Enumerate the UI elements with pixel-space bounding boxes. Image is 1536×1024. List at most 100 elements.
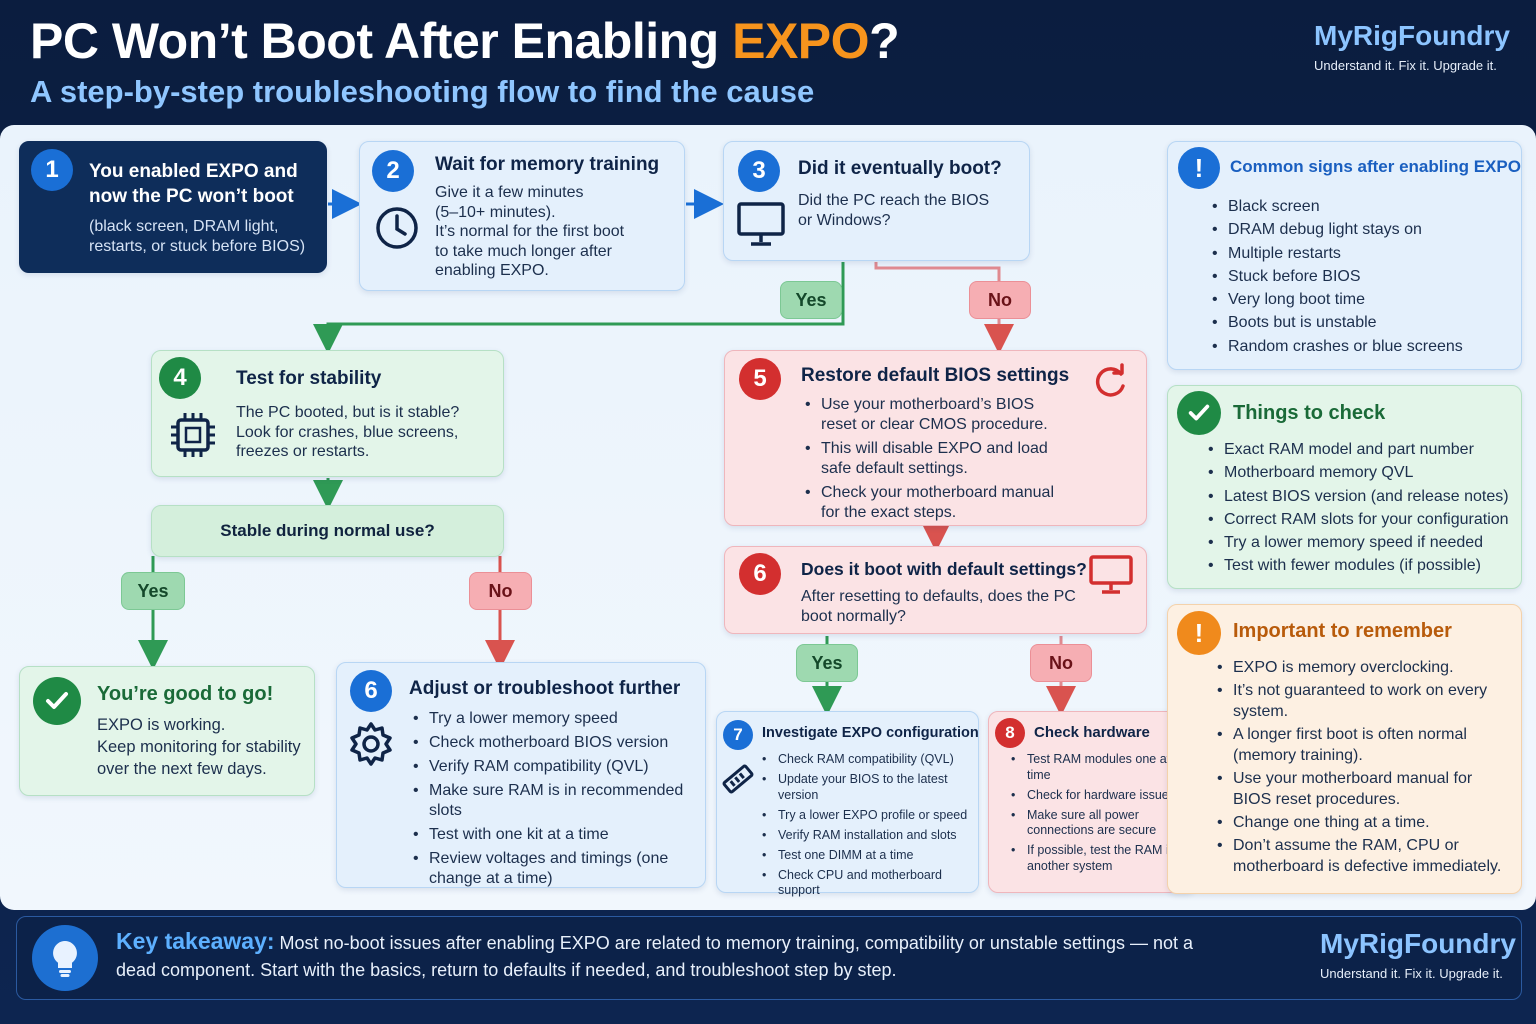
step7-title: Investigate EXPO configuration: [762, 725, 979, 741]
list-item: It’s not guaranteed to work on every sys…: [1213, 680, 1513, 722]
brand-header: MyRigFoundry Understand it. Fix it. Upgr…: [1314, 20, 1510, 73]
brand-footer: MyRigFoundry Understand it. Fix it. Upgr…: [1320, 928, 1516, 981]
list-item: Try a lower EXPO profile or speed: [758, 808, 978, 824]
warning-icon: !: [1177, 611, 1221, 655]
ram-stick-icon: [720, 761, 756, 802]
list-item: Make sure all power connections are secu…: [1007, 808, 1195, 839]
list-item: Try a lower memory speed if needed: [1204, 533, 1519, 553]
step3-no-label: No: [969, 281, 1031, 319]
step6b-body: After resetting to defaults, does the PC…: [801, 588, 1076, 625]
list-item: Test with one kit at a time: [409, 825, 704, 845]
page-title: PC Won’t Boot After Enabling EXPO?: [30, 13, 900, 69]
remember-list: EXPO is memory overclocking. It’s not gu…: [1213, 657, 1513, 879]
list-item: Check CPU and motherboard support: [758, 868, 978, 899]
footer-brand-name: MyRigFoundry: [1320, 928, 1516, 959]
step3-yes-label: Yes: [780, 281, 842, 319]
alert-icon: !: [1178, 147, 1220, 189]
good-body: EXPO is working.Keep monitoring for stab…: [97, 716, 301, 778]
list-item: Check motherboard BIOS version: [409, 733, 704, 753]
step6b-no-label: No: [1030, 644, 1092, 682]
step6b-title: Does it boot with default settings?: [801, 559, 1087, 579]
step2-number: 2: [372, 150, 414, 192]
checkmark-icon: [33, 677, 81, 725]
list-item: Very long boot time: [1208, 290, 1508, 310]
brand-name: MyRigFoundry: [1314, 20, 1510, 51]
step6b-yes-label: Yes: [796, 644, 858, 682]
step8-number: 8: [995, 718, 1025, 748]
list-item: Use your motherboard manual for BIOS res…: [1213, 768, 1513, 810]
step3-number: 3: [738, 150, 780, 192]
step2-title: Wait for memory training: [435, 154, 660, 175]
step6b-card: [724, 546, 1147, 634]
step4-number: 4: [159, 357, 201, 399]
list-item: Try a lower memory speed: [409, 709, 704, 729]
reset-icon: [1090, 362, 1130, 407]
list-item: Change one thing at a time.: [1213, 812, 1513, 833]
chip-icon: [168, 410, 218, 465]
list-item: Test one DIMM at a time: [758, 848, 978, 864]
list-item: A longer first boot is often normal (mem…: [1213, 724, 1513, 766]
step1-number: 1: [31, 149, 73, 191]
list-item: Boots but is unstable: [1208, 313, 1508, 333]
key-takeaway: Key takeaway: Most no-boot issues after …: [116, 928, 1194, 980]
remember-title: Important to remember: [1233, 620, 1452, 642]
step6a-number: 6: [350, 670, 392, 712]
list-item: Check your motherboard manual for the ex…: [801, 483, 1073, 523]
monitor-icon: [736, 201, 786, 252]
step7-number: 7: [723, 720, 753, 750]
list-item: Check for hardware issues: [1007, 788, 1195, 804]
lightbulb-icon: [32, 925, 98, 991]
list-item: If possible, test the RAM in another sys…: [1007, 843, 1195, 874]
list-item: Random crashes or blue screens: [1208, 337, 1508, 357]
brand-tagline: Understand it. Fix it. Upgrade it.: [1314, 58, 1497, 73]
step7-list: Check RAM compatibility (QVL) Update you…: [758, 752, 978, 903]
list-item: Motherboard memory QVL: [1204, 463, 1519, 483]
signs-list: Black screen DRAM debug light stays on M…: [1208, 197, 1508, 360]
list-item: DRAM debug light stays on: [1208, 220, 1508, 240]
list-item: Latest BIOS version (and release notes): [1204, 487, 1519, 507]
stable-yes-label: Yes: [121, 572, 185, 610]
list-item: Stuck before BIOS: [1208, 267, 1508, 287]
step5-list: Use your motherboard’s BIOS reset or cle…: [801, 395, 1073, 527]
clock-icon: [374, 205, 420, 256]
list-item: Correct RAM slots for your configuration: [1204, 510, 1519, 530]
check-icon: [1177, 391, 1221, 435]
list-item: Multiple restarts: [1208, 244, 1508, 264]
list-item: Test RAM modules one at a time: [1007, 752, 1195, 783]
step1-body: (black screen, DRAM light,restarts, or s…: [89, 218, 306, 255]
footer-bar: [16, 916, 1522, 1000]
step5-title: Restore default BIOS settings: [801, 365, 1070, 386]
step4-card: [151, 350, 504, 477]
list-item: Check RAM compatibility (QVL): [758, 752, 978, 768]
stable-question: Stable during normal use?: [151, 505, 504, 557]
step3-title: Did it eventually boot?: [798, 158, 1002, 179]
list-item: Use your motherboard’s BIOS reset or cle…: [801, 395, 1073, 435]
list-item: EXPO is memory overclocking.: [1213, 657, 1513, 678]
step8-title: Check hardware: [1034, 724, 1150, 741]
list-item: Don’t assume the RAM, CPU or motherboard…: [1213, 835, 1513, 877]
step2-body: Give it a few minutes(5–10+ minutes).It’…: [435, 184, 625, 279]
list-item: This will disable EXPO and load safe def…: [801, 439, 1073, 479]
list-item: Exact RAM model and part number: [1204, 440, 1519, 460]
stable-no-label: No: [469, 572, 532, 610]
step5-number: 5: [739, 358, 781, 400]
step6a-list: Try a lower memory speed Check motherboa…: [409, 709, 704, 893]
signs-title: Common signs after enabling EXPO: [1230, 157, 1521, 176]
gear-icon: [347, 720, 395, 773]
list-item: Review voltages and timings (one change …: [409, 849, 704, 889]
step4-body: The PC booted, but is it stable?Look for…: [236, 404, 460, 460]
page-subtitle: A step-by-step troubleshooting flow to f…: [30, 74, 815, 109]
key-takeaway-label: Key takeaway:: [116, 928, 275, 954]
good-title: You’re good to go!: [97, 683, 274, 705]
step6b-number: 6: [739, 553, 781, 595]
check-list: Exact RAM model and part number Motherbo…: [1204, 440, 1519, 580]
list-item: Make sure RAM is in recommended slots: [409, 781, 704, 821]
list-item: Test with fewer modules (if possible): [1204, 556, 1519, 576]
check-title: Things to check: [1233, 402, 1386, 424]
monitor-alert-icon: [1088, 554, 1134, 601]
list-item: Black screen: [1208, 197, 1508, 217]
title-accent: EXPO: [732, 13, 870, 69]
step4-title: Test for stability: [236, 368, 382, 389]
